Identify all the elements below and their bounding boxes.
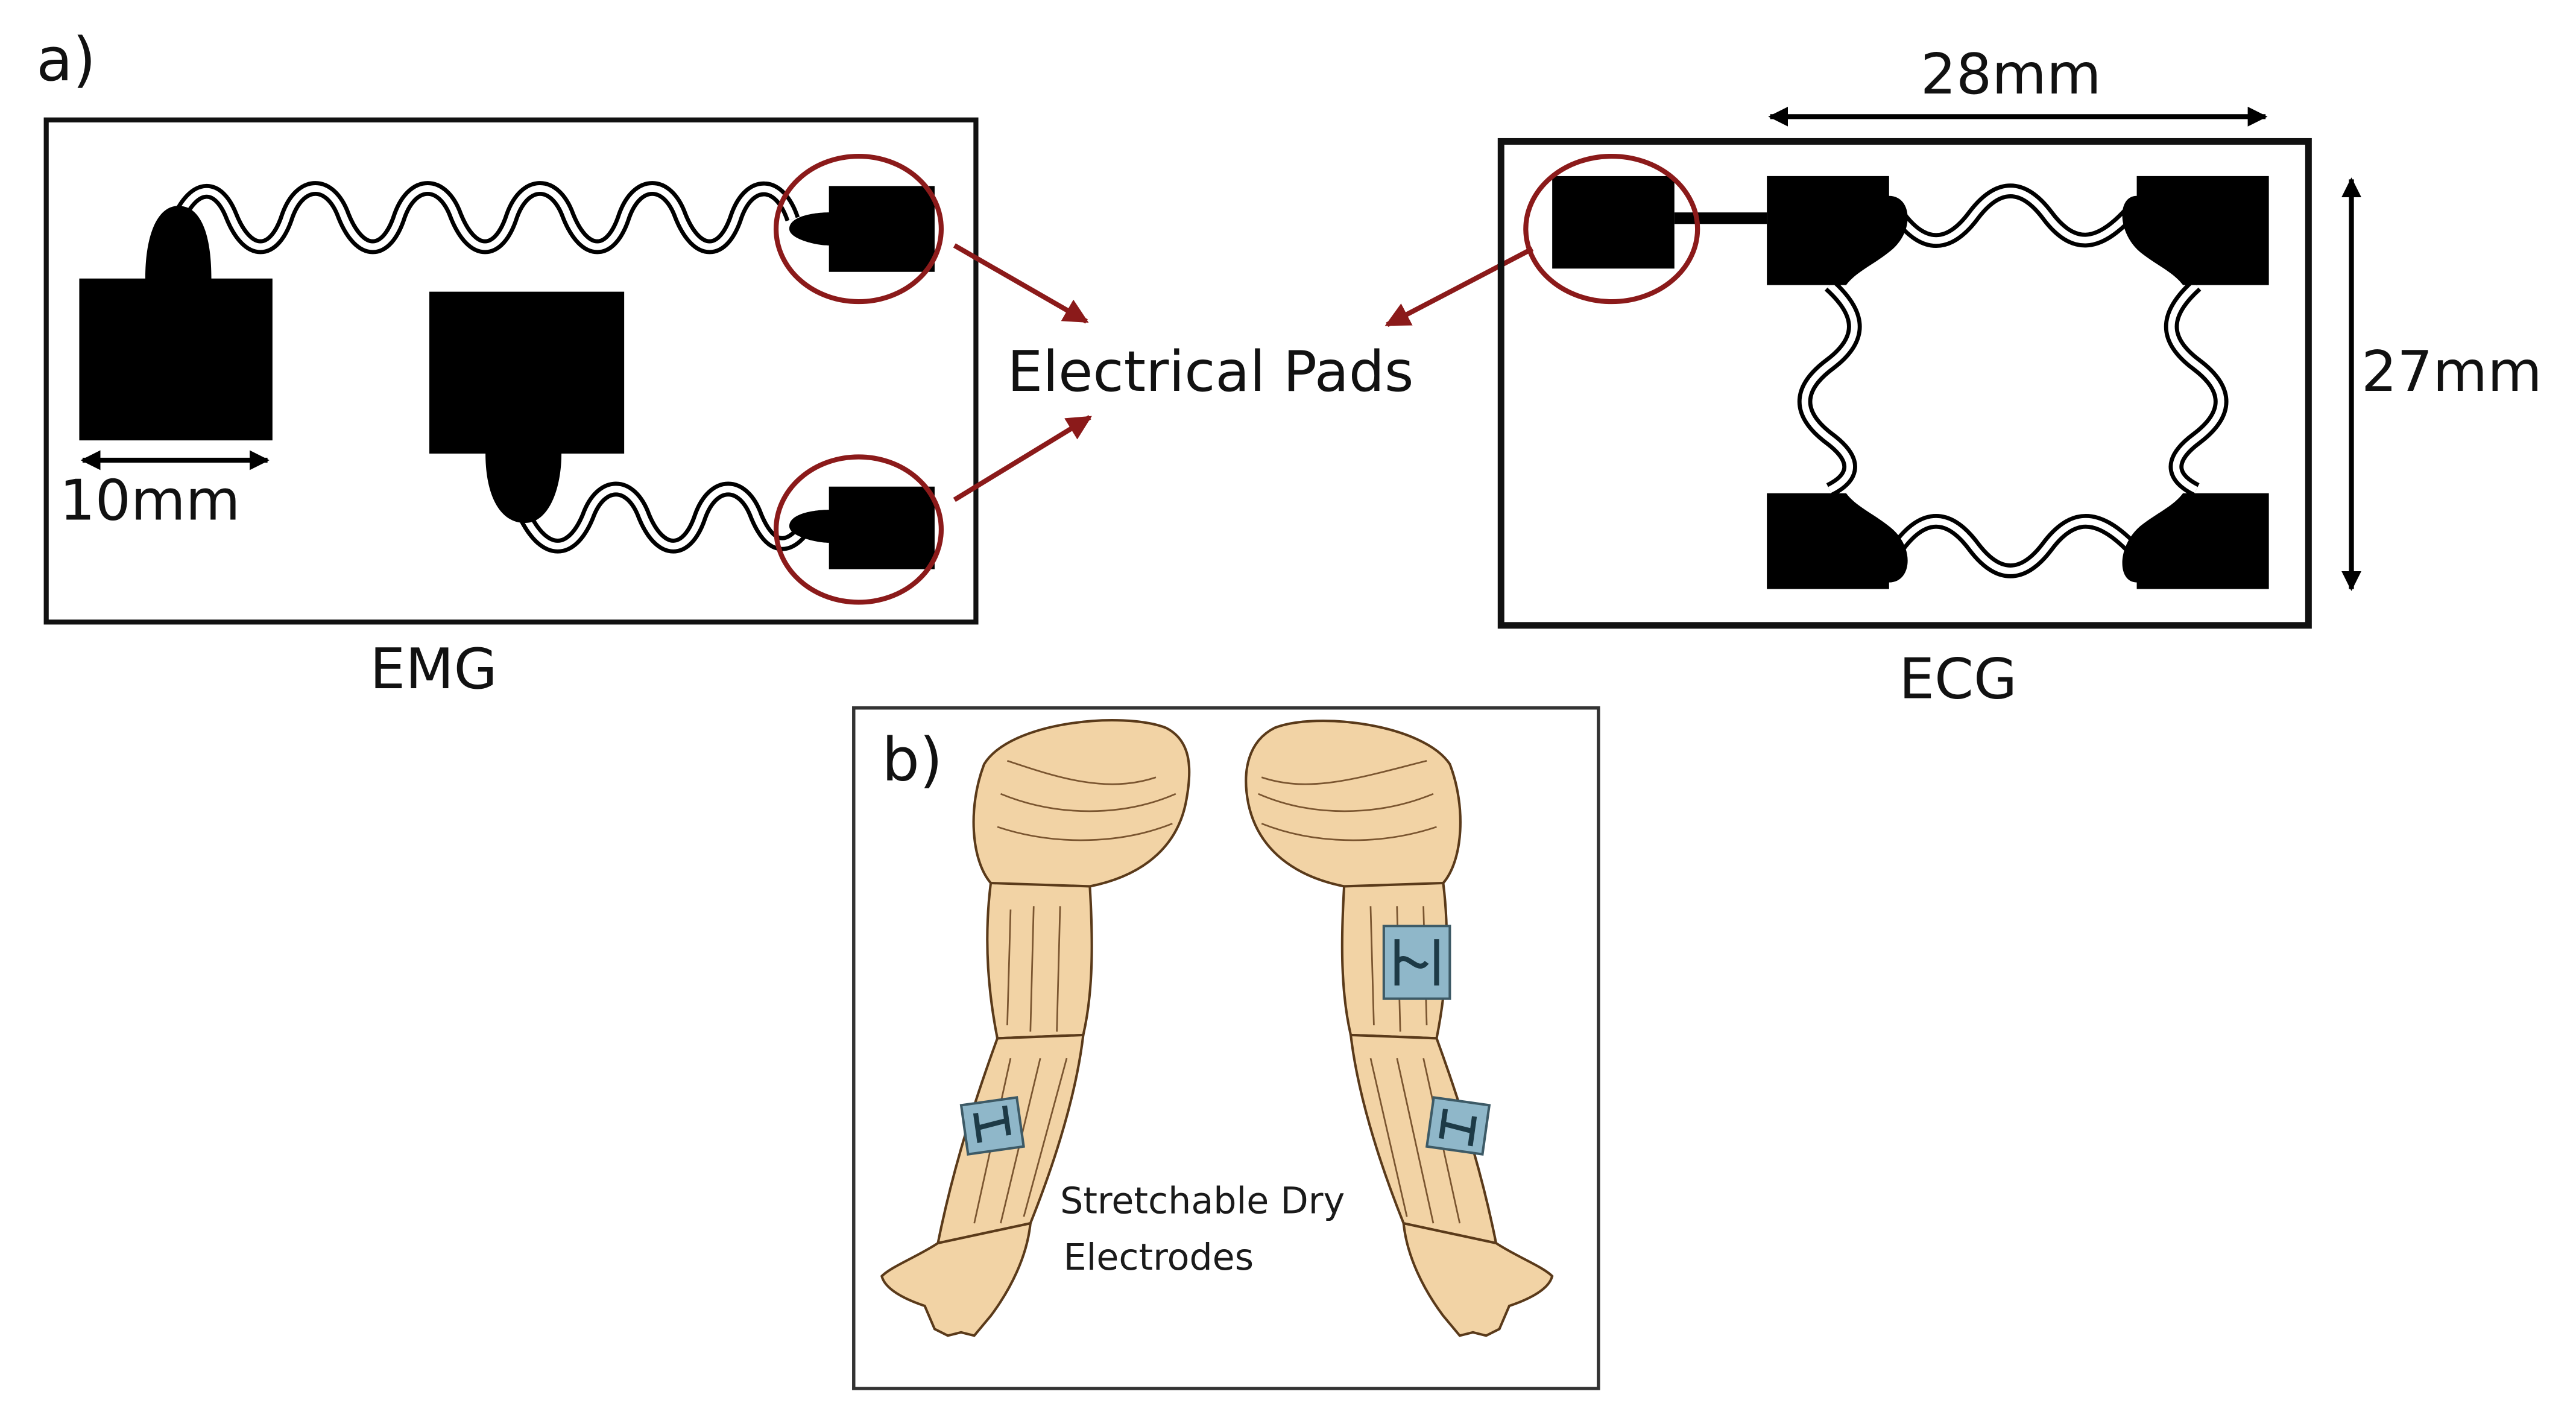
ecg-pad-bottom-right — [2122, 493, 2269, 589]
ecg-electrode-diagram: 28mm 27mm ECG — [1497, 42, 2542, 711]
ecg-pad-small — [1552, 176, 1675, 269]
emg-electrode-diagram: 10mm EMG — [43, 117, 979, 701]
ecg-width-label: 28mm — [1921, 42, 2101, 107]
left-arm-shoulder — [972, 719, 1191, 893]
ecg-pad-top-left — [1767, 176, 1908, 285]
panel-b-label: b) — [882, 726, 942, 795]
emg-pad-highlight-top — [773, 153, 944, 305]
emg-serpentine-top — [171, 181, 800, 255]
panel-b-caption-line2: Electrodes — [1064, 1237, 1254, 1279]
emg-pad-middle — [429, 291, 625, 524]
ecg-pad-highlight — [1523, 153, 1700, 305]
callout-arrow-emg-top — [953, 243, 1089, 324]
emg-frame — [43, 117, 979, 625]
callout-arrow-emg-bottom — [953, 415, 1092, 502]
ecg-serpentine-bottom — [1893, 513, 2136, 578]
electrical-pads-callout: Electrical Pads — [953, 243, 1534, 502]
panel-b: b) Stretchable Dry — [852, 706, 1600, 1390]
ecg-serpentine-top — [1893, 183, 2136, 248]
emg-serpentine-bottom — [518, 481, 812, 554]
emg-caption: EMG — [370, 636, 497, 701]
emg-pad-highlight-bottom — [773, 454, 944, 605]
ecg-caption: ECG — [1899, 646, 2017, 711]
ecg-frame — [1497, 138, 2312, 629]
callout-label: Electrical Pads — [1007, 339, 1413, 404]
ecg-pad-bottom-left — [1767, 493, 1908, 589]
left-arm-hand — [880, 1221, 1032, 1337]
panel-a-label: a) — [36, 25, 96, 95]
right-upper-arm-electrode — [1382, 925, 1451, 1000]
left-arm-upper — [986, 881, 1093, 1040]
emg-dimension-label: 10mm — [60, 468, 241, 533]
right-arm-illustration — [1245, 720, 1554, 1337]
ecg-connector — [1674, 212, 1767, 224]
ecg-pad-top-right — [2122, 176, 2269, 285]
callout-arrow-ecg — [1384, 246, 1534, 328]
emg-pad-bottom-right — [789, 486, 935, 569]
emg-pad-left — [79, 206, 273, 441]
right-arm-hand — [1402, 1221, 1554, 1337]
ecg-height-label: 27mm — [2361, 339, 2542, 404]
panel-b-caption-line1: Stretchable Dry — [1060, 1180, 1345, 1223]
emg-pad-top-right — [789, 186, 935, 272]
left-arm-illustration — [880, 719, 1191, 1337]
